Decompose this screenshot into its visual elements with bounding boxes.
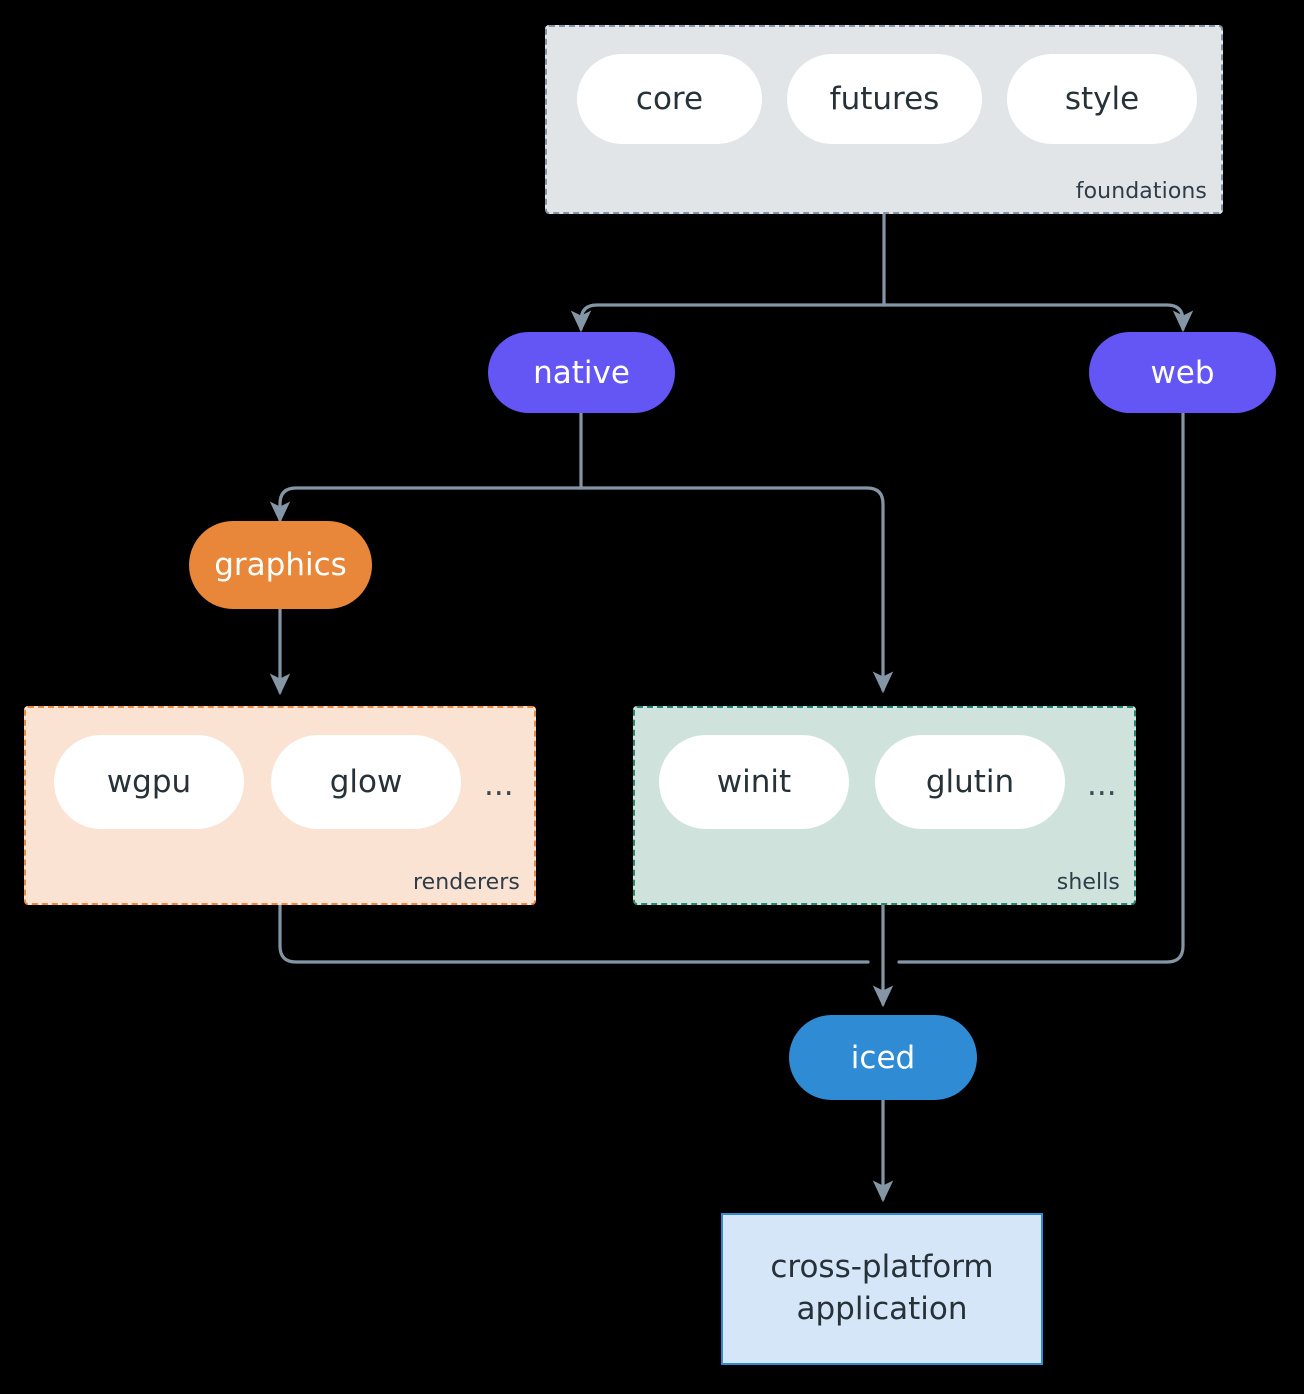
node-application[interactable]: cross-platform application xyxy=(721,1213,1043,1365)
node-glutin[interactable]: glutin xyxy=(875,735,1065,829)
group-shells-label: shells xyxy=(1056,870,1120,895)
node-graphics[interactable]: graphics xyxy=(189,521,372,609)
node-core-label: core xyxy=(635,81,704,117)
node-web[interactable]: web xyxy=(1089,332,1276,413)
node-native-label: native xyxy=(533,354,630,391)
node-application-label-line1: cross-platform xyxy=(770,1249,994,1286)
renderers-ellipsis: ... xyxy=(484,767,514,803)
edge-native-shells xyxy=(579,486,894,694)
group-foundations[interactable]: core futures style foundations xyxy=(545,25,1223,214)
group-renderers-label: renderers xyxy=(412,870,520,895)
node-core[interactable]: core xyxy=(577,54,762,144)
group-renderers[interactable]: wgpu glow ... renderers xyxy=(24,706,536,905)
group-foundations-label: foundations xyxy=(1075,179,1207,204)
edge-native-graphics xyxy=(269,486,583,524)
node-web-label: web xyxy=(1150,354,1215,391)
node-style[interactable]: style xyxy=(1007,54,1197,144)
node-futures[interactable]: futures xyxy=(787,54,982,144)
node-native[interactable]: native xyxy=(488,332,675,413)
edge-renderers-iced xyxy=(278,903,870,964)
edge-foundations-native xyxy=(570,303,886,333)
node-futures-label: futures xyxy=(829,81,940,117)
node-wgpu-label: wgpu xyxy=(106,764,192,800)
node-graphics-label: graphics xyxy=(214,547,347,583)
shells-ellipsis: ... xyxy=(1087,767,1117,803)
node-style-label: style xyxy=(1064,81,1140,117)
node-iced-label: iced xyxy=(850,1039,916,1076)
node-iced[interactable]: iced xyxy=(789,1015,977,1100)
node-winit-label: winit xyxy=(716,764,792,800)
node-glow-label: glow xyxy=(329,764,403,800)
edge-foundations-web xyxy=(882,303,1194,333)
node-wgpu[interactable]: wgpu xyxy=(54,735,244,829)
node-glutin-label: glutin xyxy=(925,764,1015,800)
node-glow[interactable]: glow xyxy=(271,735,461,829)
group-shells[interactable]: winit glutin ... shells xyxy=(633,706,1136,905)
node-winit[interactable]: winit xyxy=(659,735,849,829)
node-application-label-line2: application xyxy=(796,1291,968,1327)
